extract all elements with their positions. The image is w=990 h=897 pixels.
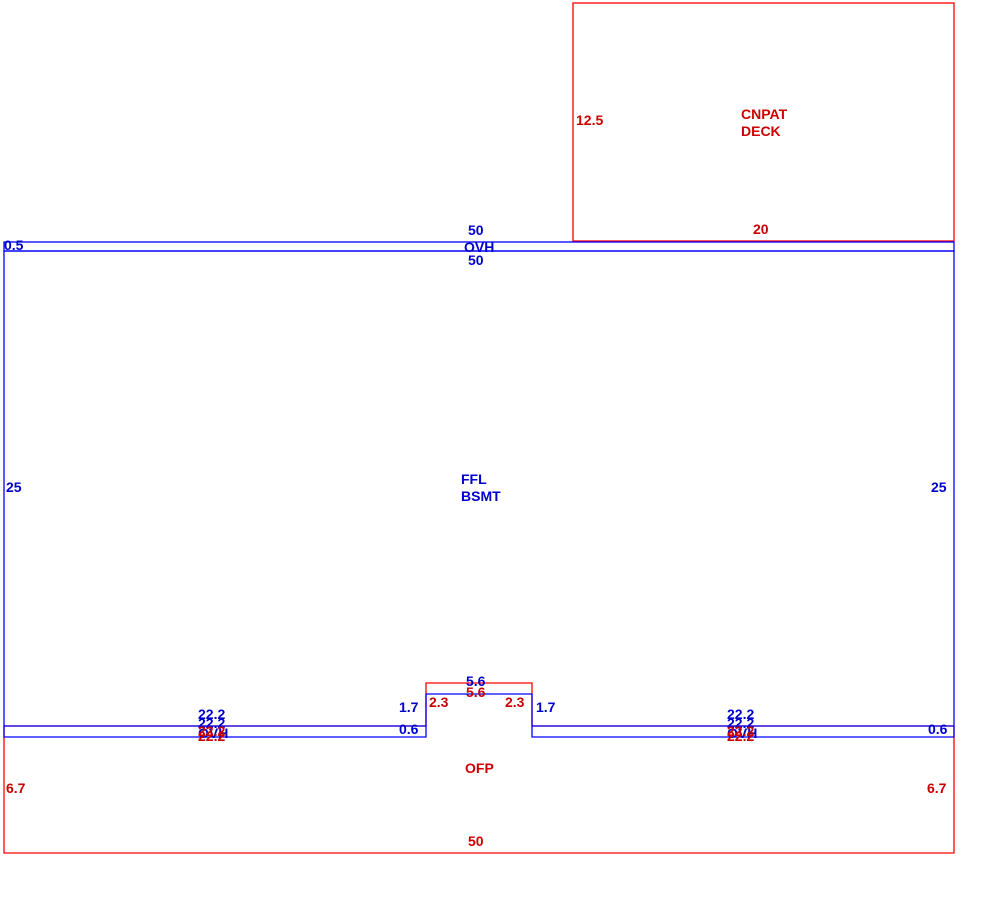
top-overhang-depth-dimension: 0.5	[4, 237, 24, 253]
bump-right-red-dimension: 2.3	[505, 694, 525, 710]
porch-left-dimension: 6.7	[6, 780, 26, 796]
bump-right-blue-dimension: 1.7	[536, 699, 556, 715]
porch-bottom-dimension: 50	[468, 833, 484, 849]
deck-area-label-2: DECK	[741, 123, 781, 139]
deck-outline	[572, 2, 955, 242]
right-wall-dimension-b: 22.2	[727, 715, 754, 731]
left-overhang-label: OVH	[198, 725, 228, 741]
left-wall-dimension-a: 22.2	[198, 706, 225, 722]
bump-top-outer-dimension: 5.6	[466, 673, 486, 689]
porch-right-dimension: 6.7	[927, 780, 947, 796]
right-overhang-depth-dimension: 0.6	[928, 721, 948, 737]
bump-left-red-dimension: 2.3	[429, 694, 449, 710]
main-left-dimension: 25	[6, 479, 22, 495]
top-overhang-inner-dimension: 50	[468, 252, 484, 268]
main-area-label-2: BSMT	[461, 488, 501, 504]
bump-top-inner-dimension: 5.6	[466, 684, 486, 700]
left-porch-dimension-b: 22.2	[198, 728, 225, 744]
porch-outline	[3, 726, 955, 854]
deck-area-label-1: CNPAT	[741, 106, 788, 122]
porch-area-label: OFP	[465, 760, 494, 776]
right-overhang-outline	[531, 726, 955, 738]
bump-left-blue-dimension: 1.7	[399, 699, 419, 715]
right-porch-dimension-b: 22.2	[727, 728, 754, 744]
left-overhang-depth-dimension: 0.6	[399, 721, 419, 737]
main-right-dimension: 25	[931, 479, 947, 495]
deck-side-dimension: 12.5	[576, 112, 603, 128]
right-wall-dimension-a: 22.2	[727, 706, 754, 722]
main-area-outline	[3, 250, 955, 727]
left-wall-dimension-b: 22.2	[198, 715, 225, 731]
top-overhang-label: OVH	[464, 239, 494, 255]
left-overhang-outline	[3, 726, 427, 738]
deck-bottom-dimension: 20	[753, 221, 769, 237]
right-porch-dimension-a: 22.2	[727, 723, 754, 739]
right-overhang-label: OVH	[727, 725, 757, 741]
left-porch-dimension-a: 22.2	[198, 723, 225, 739]
main-area-label-1: FFL	[461, 471, 487, 487]
top-overhang-outer-dimension: 50	[468, 222, 484, 238]
